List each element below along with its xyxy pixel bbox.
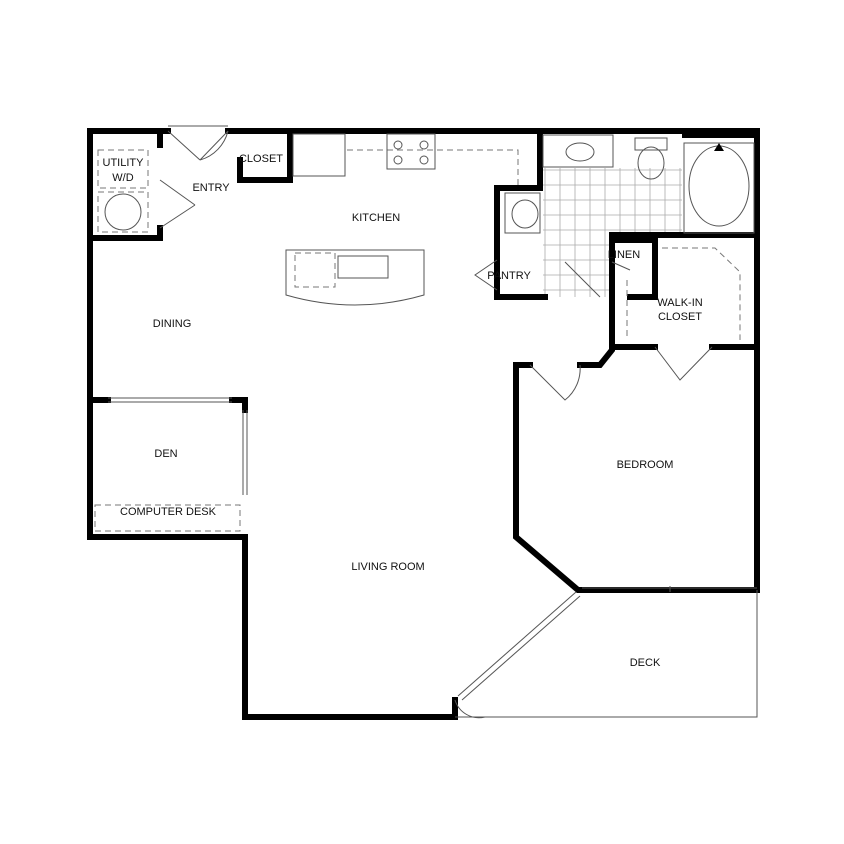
label-wd: W/D (112, 172, 133, 184)
sink-icon (511, 199, 539, 229)
label-walkin: WALK-IN (657, 297, 702, 309)
fixtures (94, 133, 755, 532)
label-den: DEN (154, 448, 177, 460)
windows (108, 125, 758, 718)
label-walkin-closet: CLOSET (658, 311, 702, 323)
label-entry: ENTRY (192, 182, 230, 194)
bathroom-tiles (543, 168, 682, 297)
computer-desk (94, 504, 241, 532)
label-bedroom: BEDROOM (617, 459, 674, 471)
label-utility: UTILITY (103, 157, 145, 169)
kitchen-island (285, 249, 425, 306)
washer-icon (104, 193, 142, 231)
label-kitchen: KITCHEN (352, 212, 400, 224)
bath-sink-icon (565, 142, 595, 162)
label-dining: DINING (153, 318, 192, 330)
room-labels: UTILITY W/D ENTRY CLOSET KITCHEN PANTRY … (103, 153, 703, 669)
toilet-icon (637, 146, 665, 180)
label-living-room: LIVING ROOM (351, 561, 424, 573)
label-linen: LINEN (608, 249, 640, 261)
refrigerator-icon (292, 133, 346, 177)
walls (87, 128, 760, 720)
label-closet: CLOSET (239, 153, 283, 165)
bathtub-icon (688, 145, 750, 227)
label-pantry: PANTRY (487, 270, 531, 282)
doors (159, 130, 713, 719)
label-computer-desk: COMPUTER DESK (120, 506, 217, 518)
label-deck: DECK (630, 657, 661, 669)
stove-icon (386, 133, 436, 170)
sink-icon (337, 255, 389, 279)
